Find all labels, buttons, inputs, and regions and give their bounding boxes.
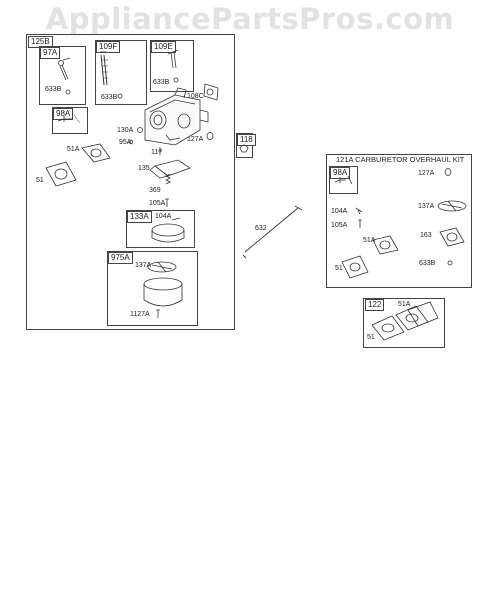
float-135-icon — [149, 159, 191, 179]
main-assembly-box — [26, 34, 235, 330]
kit-label-51a[interactable]: 51A — [363, 237, 376, 244]
kit-screw-icon — [334, 175, 353, 185]
label-127a[interactable]: 127A — [187, 136, 204, 143]
kit-label-51[interactable]: 51 — [335, 265, 343, 272]
overhaul-kit-title: 121A CARBURETOR OVERHAUL KIT — [336, 155, 465, 164]
tag-109e[interactable]: 109E — [151, 41, 176, 53]
sub-box-975a — [107, 251, 198, 326]
gasket-set-box — [363, 298, 445, 348]
kit-needle-104a-icon — [355, 207, 363, 215]
label-51a[interactable]: 51A — [67, 146, 80, 153]
kit-gasket-51-icon — [341, 255, 369, 279]
tag-109f[interactable]: 109F — [96, 41, 121, 53]
tag-975a[interactable]: 975A — [108, 252, 133, 264]
kit-label-105a[interactable]: 105A — [331, 222, 348, 229]
kit-ring-127a-icon — [444, 168, 452, 176]
overhaul-kit-box — [326, 154, 472, 288]
needle-117-icon — [158, 147, 162, 155]
gasket-108c-icon — [203, 83, 219, 101]
choke-shaft-icon — [167, 49, 179, 83]
label-632[interactable]: 632 — [255, 225, 267, 232]
kit-gasket-51a-icon — [372, 235, 399, 255]
label-108c[interactable]: 108C — [187, 93, 204, 100]
tag-122[interactable]: 122 — [365, 299, 385, 311]
label-104a[interactable]: 104A — [155, 213, 172, 220]
label-51[interactable]: 51 — [36, 177, 44, 184]
washer-130a-icon — [137, 127, 143, 133]
label-633b-109e[interactable]: 633B — [153, 79, 170, 86]
screw-icon — [57, 114, 81, 124]
label-95a[interactable]: 95A — [119, 139, 132, 146]
label-137a-975a[interactable]: 137A — [135, 262, 152, 269]
sub-box-109e — [150, 40, 194, 92]
sub-box-98a — [52, 107, 88, 134]
throttle-shaft-icon — [100, 51, 123, 99]
kit-screw-105a-icon — [358, 219, 362, 228]
sub-box-109f — [95, 40, 147, 105]
kit-part-137a-icon — [437, 200, 467, 212]
tag-97a[interactable]: 97A — [40, 47, 61, 59]
spring-369-icon — [165, 173, 171, 185]
label-130a[interactable]: 130A — [117, 127, 134, 134]
fuel-line-632-icon — [242, 205, 303, 259]
part-118-icon — [239, 144, 249, 153]
bowl-104a-icon — [151, 217, 185, 243]
screw-105a-icon — [165, 198, 169, 207]
kit-gasket-163-icon — [439, 227, 465, 247]
kit-label-127a[interactable]: 127A — [418, 170, 435, 177]
kit-ring-633b-icon — [447, 260, 453, 266]
kit-label-104a[interactable]: 104A — [331, 208, 348, 215]
kit-label-163[interactable]: 163 — [420, 232, 432, 239]
kit-sub-box-98a — [329, 166, 358, 194]
float-bowl-975a-icon — [143, 261, 183, 318]
carburetor-body-icon — [144, 87, 209, 146]
gasket-51a-icon — [81, 143, 111, 163]
watermark: AppliancePartsPros.com — [45, 2, 455, 36]
label-633b-109f[interactable]: 633B — [101, 94, 118, 101]
tag-133a[interactable]: 133A — [127, 211, 152, 223]
gasket-51-icon — [45, 161, 77, 187]
label-135[interactable]: 135 — [138, 165, 150, 172]
gasket-label-51[interactable]: 51 — [367, 334, 375, 341]
label-633b-97a[interactable]: 633B — [45, 86, 62, 93]
label-117[interactable]: 117 — [151, 149, 163, 156]
choke-lever-icon — [58, 57, 71, 95]
gasket-label-51a[interactable]: 51A — [398, 301, 411, 308]
ring-127a-icon — [206, 132, 214, 140]
sub-box-133a — [126, 210, 195, 248]
ring-95a-icon — [128, 139, 134, 145]
kit-label-137a[interactable]: 137A — [418, 203, 435, 210]
tag-118[interactable]: 118 — [237, 134, 256, 146]
kit-label-633b[interactable]: 633B — [419, 260, 436, 267]
label-1127a[interactable]: 1127A — [130, 311, 150, 318]
gasket-set-122-icon — [371, 301, 439, 341]
label-369[interactable]: 369 — [149, 187, 161, 194]
label-105a[interactable]: 105A — [149, 200, 166, 207]
sub-box-97a — [39, 46, 86, 105]
